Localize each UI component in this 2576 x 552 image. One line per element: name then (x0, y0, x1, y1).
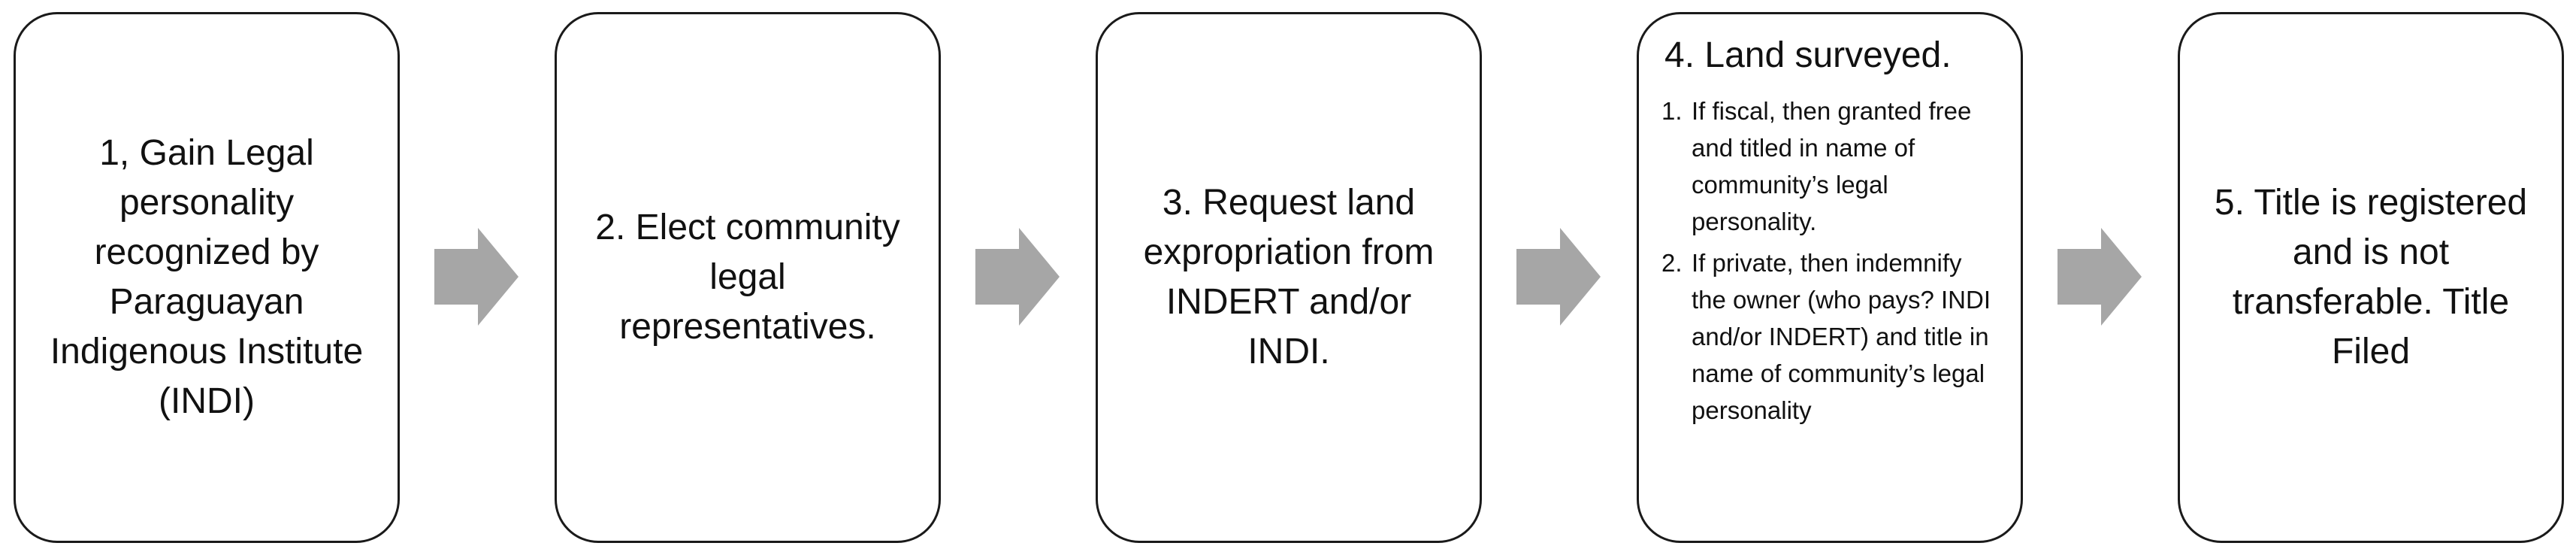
right-arrow-icon (975, 228, 1060, 326)
step-4-title: 4. Land surveyed. (1664, 35, 1952, 75)
step-4-item-2-text: If private, then indemnify the owner (wh… (1692, 249, 1991, 424)
step-4-list: 1. If fiscal, then granted free and titl… (1661, 93, 1998, 429)
step-3-text: 3. Request land expropriation from INDER… (1143, 183, 1435, 372)
step-5-box: 5. Title is registered and is not transf… (2178, 12, 2564, 543)
step-4-item-1-number: 1. (1661, 97, 1683, 125)
step-1-text: 1, Gain Legal personality recognized by … (50, 133, 364, 421)
right-arrow-icon (2057, 228, 2142, 326)
step-3-box: 3. Request land expropriation from INDER… (1096, 12, 1482, 543)
step-4-item-2: 2. If private, then indemnify the owner … (1661, 244, 1998, 429)
step-2-text: 2. Elect community legal representatives… (595, 208, 900, 347)
step-1-box: 1, Gain Legal personality recognized by … (14, 12, 400, 543)
step-4-item-1-text: If fiscal, then granted free and titled … (1692, 97, 1972, 235)
step-4-item-2-number: 2. (1661, 249, 1683, 277)
step-4-item-1: 1. If fiscal, then granted free and titl… (1661, 93, 1998, 240)
right-arrow-icon (434, 228, 519, 326)
step-5-text: 5. Title is registered and is not transf… (2214, 183, 2528, 372)
step-4-box: 4. Land surveyed. 1. If fiscal, then gra… (1637, 12, 2023, 543)
step-2-box: 2. Elect community legal representatives… (555, 12, 941, 543)
right-arrow-icon (1516, 228, 1601, 326)
